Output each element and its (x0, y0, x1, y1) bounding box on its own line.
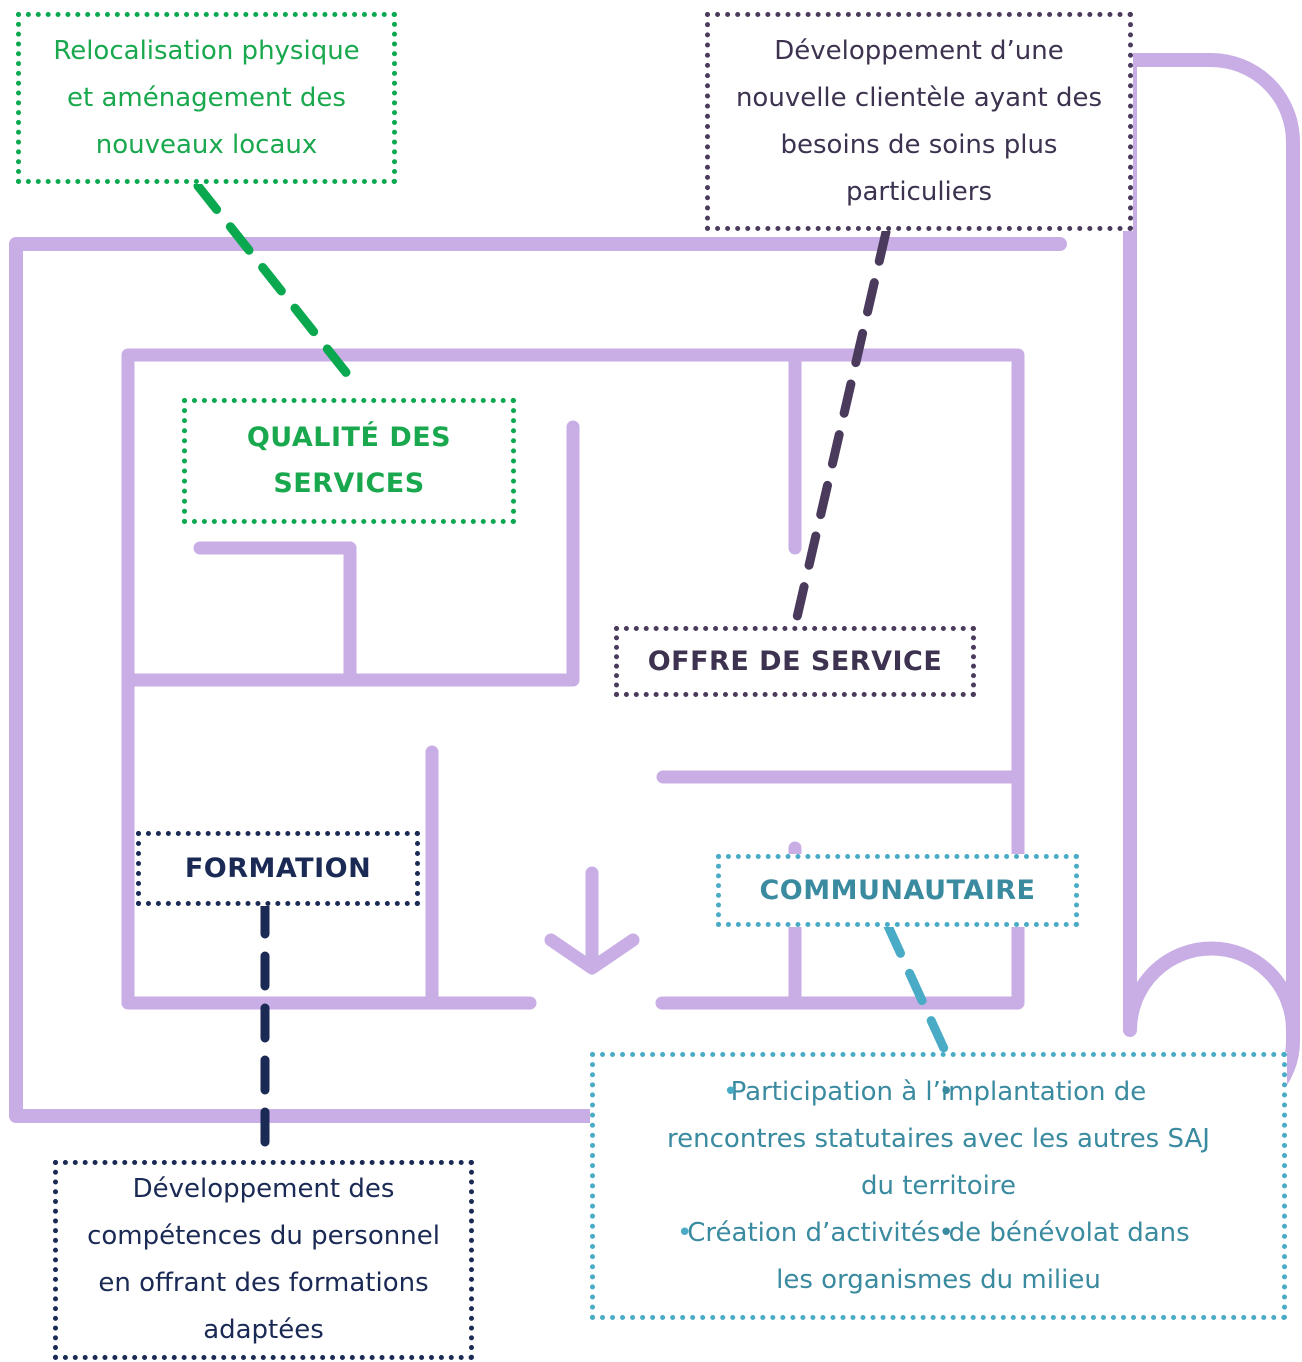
qualite-title-box: QUALITÉ DES SERVICES (182, 398, 516, 524)
communautaire-bullet-line: rencontres statutaires avec les autres S… (667, 1123, 1210, 1154)
communautaire-bullet-1: Participation à l’implantation de rencon… (667, 1069, 1210, 1210)
formation-title: FORMATION (184, 852, 372, 884)
communautaire-title: COMMUNAUTAIRE (759, 874, 1036, 906)
formation-note-line: adaptées (203, 1315, 324, 1345)
offre-title-box: OFFRE DE SERVICE (614, 626, 976, 697)
communautaire-note-box: Participation à l’implantation de rencon… (590, 1052, 1287, 1320)
qualite-note-box: Relocalisation physique et aménagement d… (16, 12, 397, 184)
communautaire-bullet-2: Création d’activités de bénévolat dans l… (667, 1210, 1210, 1304)
connector-offre (790, 227, 891, 631)
communautaire-bullet-line: les organismes du milieu (776, 1264, 1101, 1295)
offre-note-line: Développement d’une (774, 35, 1064, 66)
communautaire-bullet-line: Participation à l’implantation de (730, 1076, 1147, 1107)
qualite-title-line: SERVICES (273, 468, 425, 499)
connector-qualite (193, 181, 357, 385)
qualite-note-line: et aménagement des (67, 82, 346, 113)
offre-note-text: Développement d’une nouvelle clientèle a… (736, 28, 1102, 216)
communautaire-bullet-list: Participation à l’implantation de rencon… (667, 1069, 1210, 1304)
bullet-dot: • (723, 1076, 739, 1107)
communautaire-title-box: COMMUNAUTAIRE (716, 854, 1079, 927)
formation-note-line: compétences du personnel (87, 1221, 440, 1251)
qualite-note-line: nouveaux locaux (95, 129, 318, 160)
communautaire-bullet-line: du territoire (860, 1170, 1016, 1201)
offre-note-line: particuliers (846, 176, 992, 207)
formation-title-box: FORMATION (136, 831, 420, 906)
formation-note-box: Développement des compétences du personn… (53, 1160, 474, 1360)
bullet-dot: • (677, 1217, 693, 1248)
qualite-note-text: Relocalisation physique et aménagement d… (53, 28, 359, 169)
formation-note-text: Développement des compétences du personn… (87, 1166, 440, 1354)
wall-small-room (193, 541, 357, 680)
arrow-down-icon (544, 866, 640, 975)
offre-title: OFFRE DE SERVICE (647, 645, 943, 677)
qualite-note-line: Relocalisation physique (53, 35, 360, 66)
offre-note-line: besoins de soins plus (780, 129, 1058, 160)
communautaire-bullet-line: Création d’activités de bénévolat dans (687, 1217, 1190, 1248)
offre-note-box: Développement d’une nouvelle clientèle a… (705, 12, 1133, 231)
formation-note-line: Développement des (132, 1174, 395, 1204)
wall-room-divider (121, 420, 580, 687)
qualite-title: QUALITÉ DES SERVICES (247, 415, 451, 507)
formation-note-line: en offrant des formations (98, 1268, 429, 1298)
qualite-title-line: QUALITÉ DES (246, 422, 452, 454)
room-frame (121, 348, 1025, 1010)
connector-communautaire (883, 921, 951, 1058)
offre-note-line: nouvelle clientèle ayant des (735, 82, 1103, 113)
